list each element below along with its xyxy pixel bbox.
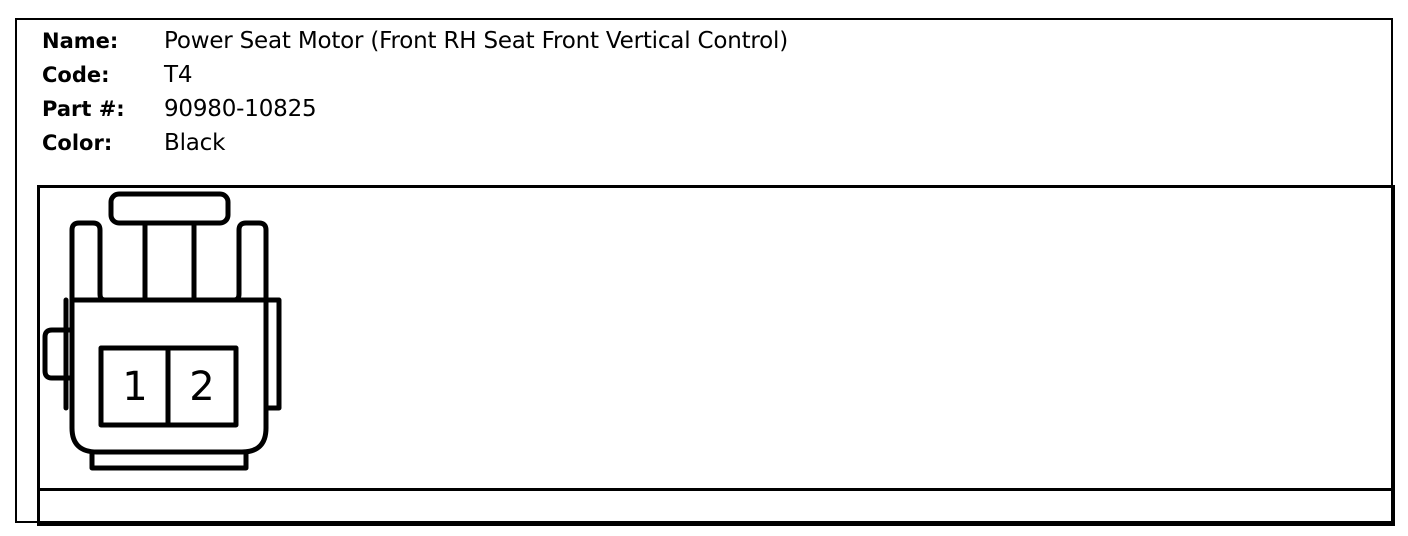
left-arm [69, 220, 148, 303]
part-value: 90980-10825 [164, 96, 317, 122]
connector-body [69, 297, 269, 455]
right-arm [191, 220, 269, 303]
name-value: Power Seat Motor (Front RH Seat Front Ve… [164, 28, 789, 54]
pin-2-label: 2 [189, 364, 214, 410]
color-value: Black [164, 130, 226, 156]
code-label: Code: [42, 63, 110, 87]
pin-1-label: 1 [122, 364, 147, 410]
color-label: Color: [42, 131, 113, 155]
left-lock-rib [42, 327, 75, 381]
name-label: Name: [42, 29, 119, 53]
bottom-foot [89, 449, 249, 471]
part-label: Part #: [42, 97, 125, 121]
diagram-divider [37, 488, 1395, 491]
right-side-rail [263, 297, 282, 411]
connector-diagram-box [37, 185, 1395, 526]
code-value: T4 [164, 62, 193, 88]
latch-tab [108, 191, 231, 226]
